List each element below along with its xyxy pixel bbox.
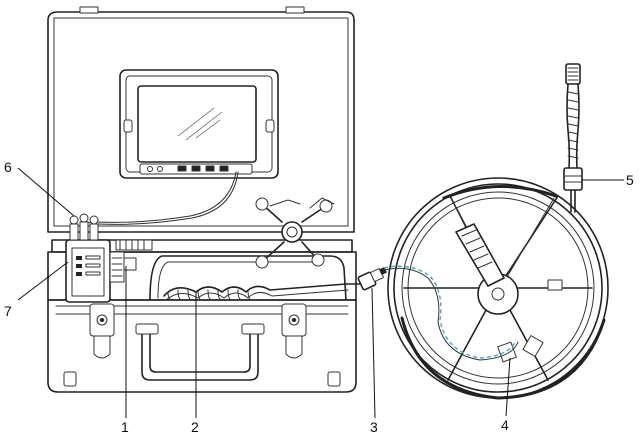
coiled-cable [163,283,363,301]
callout-2: 2 [191,419,199,433]
dashed-cable-route [383,265,517,359]
skid-camera-head [255,197,335,269]
right-latch [281,303,307,359]
callout-4: 4 [501,417,509,433]
case-lid [47,6,355,233]
callout-6: 6 [4,159,12,175]
left-latch [89,303,115,359]
push-rod-holder [149,255,347,301]
leader-lines [17,167,624,419]
video-connectors [69,213,99,241]
monitor [81,69,279,229]
cable-connector [357,267,387,291]
callout-3: 3 [370,419,378,433]
callout-5: 5 [626,172,634,188]
callout-labels: 6 7 1 2 3 4 5 [4,159,634,433]
callout-7: 7 [4,303,12,319]
camera-probe [563,63,583,213]
reel-handle [455,223,505,287]
callout-1: 1 [121,419,129,433]
case-base [47,239,357,393]
control-unit [65,213,153,303]
cable-reel [387,177,609,400]
